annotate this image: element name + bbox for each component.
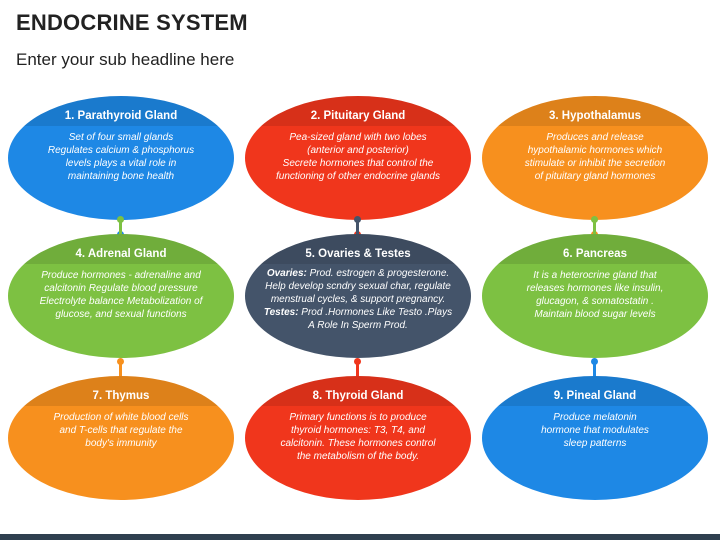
connector-stem <box>354 358 361 380</box>
card-adrenal-gland: 4. Adrenal Gland Produce hormones - adre… <box>8 216 234 358</box>
description-line: and T-cells that regulate the <box>59 425 183 436</box>
card-pancreas: 6. Pancreas It is a heterocrine gland th… <box>482 216 708 358</box>
card-title: 2. Pituitary Gland <box>310 110 406 122</box>
page-subtitle: Enter your sub headline here <box>16 50 235 69</box>
description-line: Maintain blood sugar levels <box>534 309 656 320</box>
description-line: (anterior and posterior) <box>307 145 409 156</box>
testes-label: Testes: <box>263 307 299 318</box>
description-line: glucose, and sexual functions <box>55 309 187 320</box>
description-line: menstrual cycles, & support pregnancy. <box>270 294 446 305</box>
card-description: Primary functions is to produce thyroid … <box>267 411 449 463</box>
card-title: 5. Ovaries & Testes <box>305 248 411 260</box>
card-ovaries-testes: 5. Ovaries & Testes Ovaries: Prod. estro… <box>245 216 471 358</box>
description-line: Ovaries: Prod. estrogen & progesterone. <box>258 267 458 280</box>
description-line: sleep patterns <box>563 438 627 449</box>
testes-text: Prod .Hormones Like Testo .Plays <box>298 307 453 318</box>
connector-stem <box>117 358 124 380</box>
card-description: Set of four small glands Regulates calci… <box>30 131 212 183</box>
footer-bar <box>0 534 720 540</box>
description-line: maintaining bone health <box>67 171 175 182</box>
connector-dot-icon <box>117 216 124 223</box>
description-line: Secrete hormones that control the <box>282 158 434 169</box>
description-line: stimulate or inhibit the secretion <box>524 158 666 169</box>
description-line: Production of white blood cells <box>53 412 189 423</box>
card-title: 1. Parathyroid Gland <box>64 110 178 122</box>
description-line: of pituitary gland hormones <box>534 171 656 182</box>
card-title: 9. Pineal Gland <box>553 390 637 402</box>
card-shape: 1. Parathyroid Gland Set of four small g… <box>8 96 234 220</box>
card-description: It is a heterocrine gland that releases … <box>504 269 686 321</box>
card-description: Produces and release hypothalamic hormon… <box>504 131 686 183</box>
description-line: Help develop scndry sexual char, regulat… <box>265 281 451 292</box>
description-line: functioning of other endocrine glands <box>275 171 440 182</box>
card-title: 6. Pancreas <box>563 248 627 260</box>
description-line: glucagon, & somatostatin . <box>536 296 654 307</box>
description-line: thyroid hormones: T3, T4, and <box>291 425 425 436</box>
description-line: It is a heterocrine gland that <box>533 270 657 281</box>
description-line: Produces and release <box>546 132 644 143</box>
card-hypothalamus: 3. Hypothalamus Produces and release hyp… <box>482 96 708 238</box>
card-description: Produce melatonin hormone that modulates… <box>504 411 686 450</box>
card-shape: 3. Hypothalamus Produces and release hyp… <box>482 96 708 220</box>
description-line: Pea-sized gland with two lobes <box>289 132 427 143</box>
ovaries-text: Prod. estrogen & progesterone. <box>306 268 450 279</box>
card-shape: 2. Pituitary Gland Pea-sized gland with … <box>245 96 471 220</box>
card-description: Pea-sized gland with two lobes (anterior… <box>267 131 449 183</box>
card-shape: 5. Ovaries & Testes Ovaries: Prod. estro… <box>245 234 471 358</box>
description-line: Primary functions is to produce <box>289 412 427 423</box>
card-shape: 9. Pineal Gland Produce melatonin hormon… <box>482 376 708 500</box>
card-title: 8. Thyroid Gland <box>312 390 404 402</box>
description-line: Produce hormones - adrenaline and <box>41 270 201 281</box>
description-line: levels plays a vital role in <box>65 158 177 169</box>
page-title: ENDOCRINE SYSTEM <box>16 10 248 35</box>
description-line: Produce melatonin <box>553 412 637 423</box>
connector-stem <box>354 216 361 238</box>
description-line: Testes: Prod .Hormones Like Testo .Plays <box>258 306 458 319</box>
description-line: calcitonin. These hormones control <box>280 438 436 449</box>
description-line: the metabolism of the body. <box>296 451 420 462</box>
description-line: calcitonin Regulate blood pressure <box>44 283 198 294</box>
connector-dot-icon <box>117 358 124 365</box>
connector-dot-icon <box>354 216 361 223</box>
card-shape: 7. Thymus Production of white blood cell… <box>8 376 234 500</box>
card-pituitary-gland: 2. Pituitary Gland Pea-sized gland with … <box>245 96 471 238</box>
card-pineal-gland: 9. Pineal Gland Produce melatonin hormon… <box>482 358 708 500</box>
description-line: hormone that modulates <box>541 425 649 436</box>
card-title: 4. Adrenal Gland <box>75 248 167 260</box>
description-line: releases hormones like insulin, <box>526 283 664 294</box>
connector-dot-icon <box>354 358 361 365</box>
connector-stem <box>591 216 598 238</box>
connector-stem <box>117 216 124 238</box>
description-line: Electrolyte balance Metabolization of <box>39 296 203 307</box>
description-line: Set of four small glands <box>68 132 174 143</box>
description-line: body's immunity <box>85 438 157 449</box>
card-shape: 8. Thyroid Gland Primary functions is to… <box>245 376 471 500</box>
card-description: Ovaries: Prod. estrogen & progesterone. … <box>258 267 458 332</box>
card-description: Production of white blood cells and T-ce… <box>30 411 212 450</box>
card-shape: 6. Pancreas It is a heterocrine gland th… <box>482 234 708 358</box>
card-title: 3. Hypothalamus <box>548 110 642 122</box>
ovaries-label: Ovaries: <box>266 268 307 279</box>
connector-stem <box>591 358 598 380</box>
card-shape: 4. Adrenal Gland Produce hormones - adre… <box>8 234 234 358</box>
connector-dot-icon <box>591 216 598 223</box>
description-line: hypothalamic hormones which <box>527 145 663 156</box>
card-description: Produce hormones - adrenaline and calcit… <box>30 269 212 321</box>
description-line: Regulates calcium & phosphorus <box>47 145 195 156</box>
card-thymus: 7. Thymus Production of white blood cell… <box>8 358 234 500</box>
card-parathyroid-gland: 1. Parathyroid Gland Set of four small g… <box>8 96 234 238</box>
card-thyroid-gland: 8. Thyroid Gland Primary functions is to… <box>245 358 471 500</box>
card-title: 7. Thymus <box>92 390 150 402</box>
description-line: A Role In Sperm Prod. <box>308 320 408 331</box>
connector-dot-icon <box>591 358 598 365</box>
